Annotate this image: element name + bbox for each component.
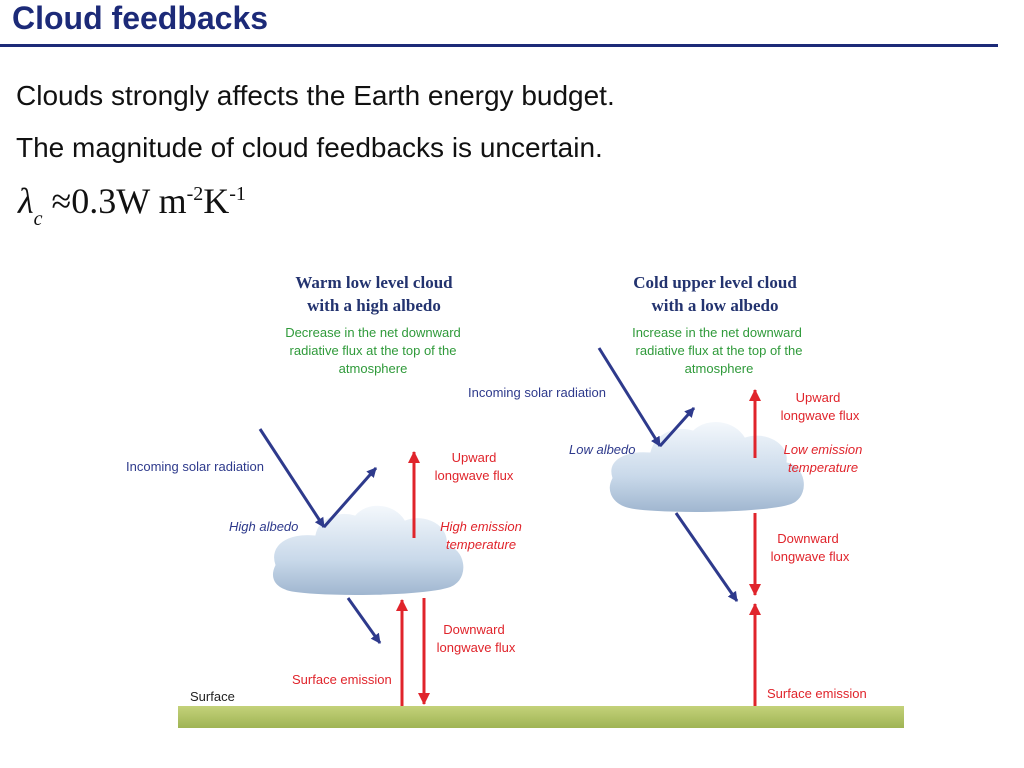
left-emission-1: High emission — [440, 519, 522, 534]
right-upward-1: Upward — [796, 390, 841, 405]
left-effect-1: Decrease in the net downward — [285, 325, 461, 340]
right-emission-2: temperature — [788, 460, 858, 475]
left-upward-1: Upward — [452, 450, 497, 465]
formula-value: 0.3W m — [71, 181, 187, 221]
right-incoming-arrow — [597, 347, 662, 447]
left-heading-2: with a high albedo — [307, 296, 441, 315]
left-effect-2: radiative flux at the top of the — [290, 343, 457, 358]
bullet-energy-budget: Clouds strongly affects the Earth energy… — [16, 80, 615, 111]
left-heading-1: Warm low level cloud — [295, 273, 453, 292]
left-incoming-label: Incoming solar radiation — [126, 459, 264, 474]
lambda-subscript: c — [33, 208, 43, 231]
left-surface-emission-label: Surface emission — [292, 672, 392, 687]
left-downward-1: Downward — [443, 622, 504, 637]
right-effect-2: radiative flux at the top of the — [636, 343, 803, 358]
right-down-blue-arrow — [674, 512, 739, 602]
left-reflected-arrow — [322, 467, 378, 528]
right-emission-1: Low emission — [784, 442, 863, 457]
ground-surface — [178, 706, 904, 728]
approx-symbol: ≈ — [51, 181, 72, 221]
left-incoming-arrow — [258, 428, 326, 528]
right-reflected-arrow — [658, 406, 696, 448]
right-albedo-label: Low albedo — [569, 442, 636, 457]
right-incoming-label: Incoming solar radiation — [468, 385, 606, 400]
right-surface-emission-label: Surface emission — [767, 686, 867, 701]
left-downward-2: longwave flux — [437, 640, 516, 655]
surface-label: Surface — [190, 689, 235, 704]
exponent-m: -2 — [186, 183, 204, 205]
left-emission-2: temperature — [446, 537, 516, 552]
right-effect-1: Increase in the net downward — [632, 325, 802, 340]
left-albedo-label: High albedo — [229, 519, 298, 534]
cloud-feedback-formula: λc ≈0.3W m-2K-1 — [18, 180, 246, 231]
right-heading-2: with a low albedo — [651, 296, 778, 315]
right-downward-1: Downward — [777, 531, 838, 546]
lambda-symbol: λ — [18, 181, 34, 221]
high-cloud — [608, 421, 805, 513]
low-cloud — [272, 504, 465, 596]
right-upward-2: longwave flux — [781, 408, 860, 423]
right-downward-2: longwave flux — [771, 549, 850, 564]
exponent-k: -1 — [229, 183, 246, 205]
title-rule — [0, 44, 998, 47]
left-down-blue-arrow — [346, 597, 382, 644]
slide-title: Cloud feedbacks — [12, 0, 269, 36]
right-effect-3: atmosphere — [685, 361, 754, 376]
bullet-uncertainty: The magnitude of cloud feedbacks is unce… — [16, 132, 603, 163]
left-upward-2: longwave flux — [435, 468, 514, 483]
right-heading-1: Cold upper level cloud — [633, 273, 797, 292]
formula-unit-k: K — [203, 181, 230, 221]
left-effect-3: atmosphere — [339, 361, 408, 376]
